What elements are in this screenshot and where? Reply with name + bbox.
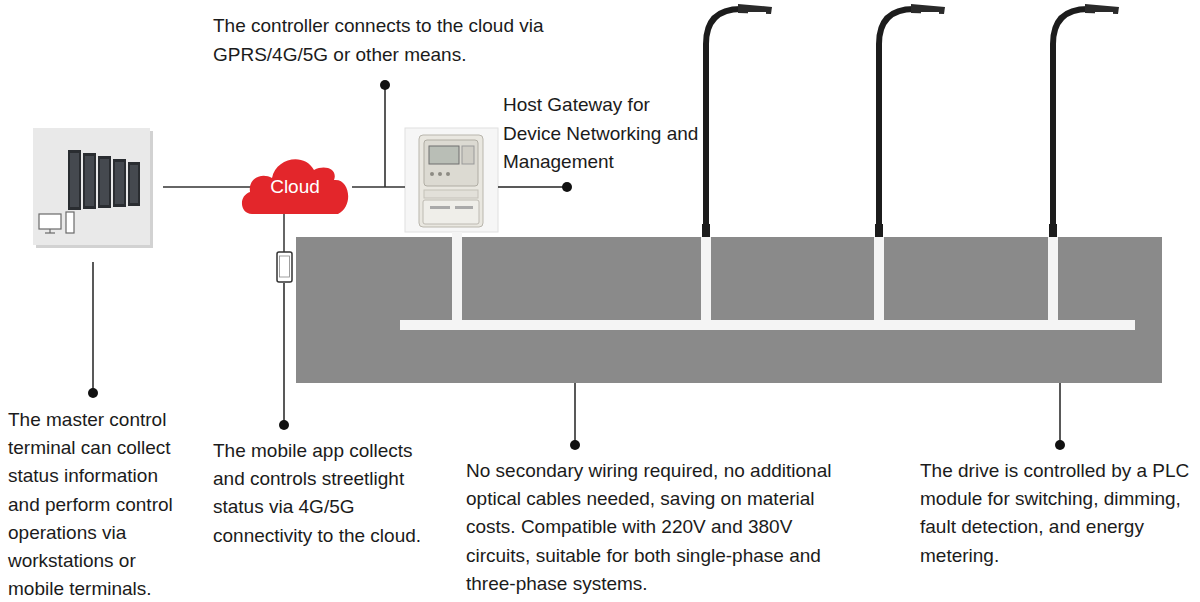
network-line [283, 212, 285, 252]
callout-text: The drive is controlled by a PLC module … [920, 457, 1200, 570]
pole-base [1049, 224, 1057, 237]
phone-screen [280, 256, 290, 277]
server-rack [98, 156, 111, 208]
cloud-node: Cloud [238, 150, 352, 224]
callout-text: No secondary wiring required, no additio… [466, 457, 846, 598]
cloud-label: Cloud [238, 175, 352, 199]
gateway-node: Host Gateway for Device Networking and M… [405, 128, 498, 232]
pole-base [875, 224, 883, 237]
gateway-photo [405, 128, 498, 232]
light-pole [879, 9, 914, 237]
ground-band [296, 237, 1162, 383]
meter-mark [455, 206, 473, 209]
server-rack-face [130, 165, 138, 203]
meter-button [438, 172, 442, 176]
server-panel [33, 128, 150, 245]
leader-dot [380, 80, 390, 90]
lamp-light [748, 12, 766, 15]
monitor-icon [39, 214, 61, 229]
network-line [163, 186, 251, 188]
leader-dot [1055, 440, 1065, 450]
server-rack-face [70, 153, 79, 207]
meter-body [419, 135, 483, 227]
leader-line [1059, 383, 1061, 445]
server-rack-face [115, 162, 124, 204]
phone-icon [277, 252, 292, 282]
leader-dot [279, 420, 289, 430]
leader-dot [562, 182, 572, 192]
meter-lcd [429, 146, 459, 164]
leader-line [384, 85, 386, 187]
lamp-light [921, 12, 939, 15]
meter-keypad [462, 146, 474, 164]
lamp-head [1085, 4, 1119, 14]
buried-cable [400, 320, 1135, 330]
callout-text: The master control terminal can collect … [8, 406, 184, 602]
server-rack [83, 153, 96, 209]
server-rack-face [85, 156, 94, 206]
tower-icon [66, 212, 74, 233]
server-rack-face [100, 159, 109, 205]
monitor-base [45, 232, 55, 233]
meter-strip [424, 190, 478, 198]
server-rack [113, 159, 126, 207]
meter-button [446, 172, 450, 176]
leader-dot [88, 388, 98, 398]
meter-cover [423, 200, 479, 224]
lamp-head [738, 4, 772, 14]
meter-top [424, 140, 478, 186]
light-pole [706, 9, 741, 237]
connector-line [352, 186, 405, 188]
device-heading: Host Gateway for Device Networking and M… [503, 91, 705, 177]
leader-line [283, 283, 285, 425]
leader-line [574, 383, 576, 445]
cable-riser [1048, 237, 1058, 325]
cable-riser [452, 232, 462, 325]
pole-base [702, 224, 710, 237]
lamp-head [911, 4, 945, 14]
lamp-light [1095, 12, 1113, 15]
leader-line [92, 262, 94, 393]
cable-riser [874, 237, 884, 325]
server-rack [68, 150, 81, 210]
leader-dot [570, 440, 580, 450]
callout-text: The controller connects to the cloud via… [213, 11, 573, 69]
cable-riser [701, 237, 711, 325]
leader-line [498, 186, 567, 188]
light-pole [1053, 9, 1088, 237]
callout-text: The mobile app collects and controls str… [213, 437, 438, 550]
meter-mark [430, 206, 450, 209]
server-rack [128, 162, 140, 206]
meter-button [430, 172, 434, 176]
